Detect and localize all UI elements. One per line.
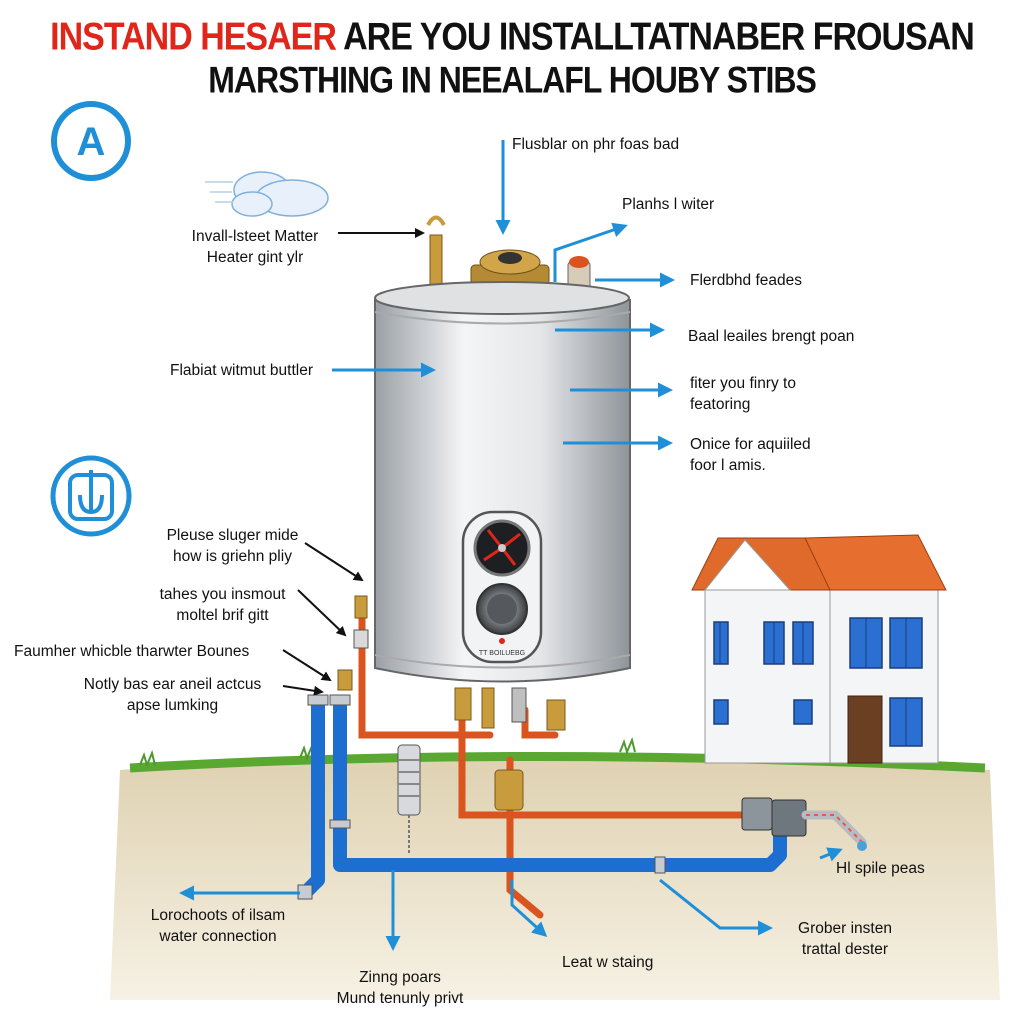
temperature-dial-icon	[473, 519, 531, 577]
letter-a-badge-icon: A	[51, 101, 131, 181]
label-bottom-right: Grober insten trattal dester	[775, 918, 915, 960]
label-bottom-center: Zinng poars Mund tenunly privt	[315, 967, 485, 1009]
label-bottom-center-line2: Mund tenunly privt	[336, 990, 464, 1007]
title-red-part: INSTAND HESAER	[50, 15, 337, 59]
label-bottom-left-line2: water connection	[159, 928, 277, 945]
pipe-couplings	[297, 694, 666, 900]
label-bottom-right-line2: trattal dester	[801, 941, 889, 958]
label-right-4-line1: fiter you finry to	[690, 375, 796, 392]
leader-lines	[282, 228, 425, 696]
label-bottom-left-line1: Lorochoots of ilsam	[150, 907, 286, 924]
diagram-title-line1: INSTAND HESAER ARE YOU INSTALLTATNABER F…	[0, 15, 1024, 60]
label-left-6: Notly bas ear aneil actcus apse lumking	[60, 674, 285, 716]
diagram-title-line2: MARSTHING IN NEEALAFL HOUBY STIBS	[208, 59, 817, 101]
faucet-icon	[801, 810, 867, 851]
label-left-3-line2: how is griehn pliy	[173, 548, 292, 565]
label-left-6-line2: apse lumking	[126, 697, 219, 714]
label-left-6-line1: Notly bas ear aneil actcus	[83, 676, 262, 693]
label-bottom-left: Lorochoots of ilsam water connection	[138, 905, 298, 947]
label-left-4-line1: tahes you insmout	[159, 586, 286, 603]
label-right-1: Planhs l witer	[622, 196, 715, 213]
label-left-1-line1: Invall-lsteet Matter	[191, 228, 319, 245]
label-right-5: Onice for aquiiled foor l amis.	[690, 434, 811, 476]
cloud-icon	[205, 171, 329, 217]
label-bottom-mid: Leat w staing	[562, 954, 654, 971]
title-dark-part: ARE YOU INSTALLTATNABER FROUSAN	[343, 15, 975, 59]
label-left-4: tahes you insmout moltel brif gitt	[140, 584, 305, 626]
label-bottom-right-line1: Grober insten	[798, 920, 892, 937]
heater-plate-text: TT BOILUEBG	[479, 650, 525, 657]
label-left-5: Faumher whicble tharwter Bounes	[14, 643, 250, 660]
control-knob-icon	[476, 583, 528, 644]
label-right-3: Baal leailes brengt poan	[688, 328, 855, 345]
label-right-pipe: Hl spile peas	[836, 860, 925, 877]
label-left-1: Invall-lsteet Matter Heater gint ylr	[170, 226, 340, 268]
label-left-4-line2: moltel brif gitt	[176, 607, 269, 624]
label-right-5-line2: foor l amis.	[690, 457, 766, 474]
label-right-4: fiter you finry to featoring	[690, 373, 796, 415]
badge-letter: A	[77, 120, 106, 164]
water-pipe-badge-icon	[50, 455, 132, 537]
house-icon	[691, 534, 947, 764]
brass-fittings	[337, 595, 566, 811]
label-left-2: Flabiat witmut buttler	[170, 362, 313, 379]
expansion-filter	[397, 744, 421, 855]
label-right-2: Flerdbhd feades	[690, 272, 803, 289]
mixing-valve	[741, 797, 807, 837]
label-left-3: Pleuse sluger mide how is griehn pliy	[150, 525, 315, 567]
label-left-1-line2: Heater gint ylr	[206, 249, 304, 266]
label-bottom-center-line1: Zinng poars	[359, 969, 441, 986]
label-left-3-line1: Pleuse sluger mide	[166, 527, 299, 544]
label-right-4-line2: featoring	[690, 396, 751, 413]
callout-arrows	[179, 140, 843, 951]
label-top-center: Flusblar on phr foas bad	[512, 136, 680, 153]
label-right-5-line1: Onice for aquiiled	[690, 436, 811, 453]
